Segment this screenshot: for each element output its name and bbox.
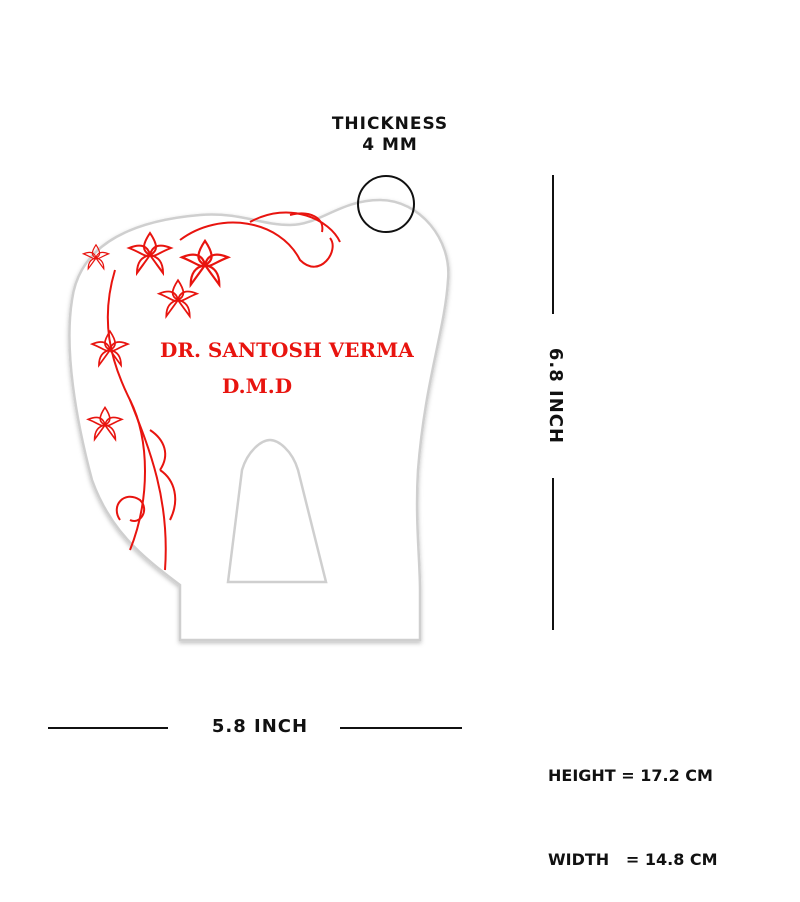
height-cm-line: HEIGHT = 17.2 CM [548, 766, 713, 785]
thickness-label: THICKNESS 4 MM [290, 114, 490, 156]
floral-decoration-icon [81, 211, 341, 571]
width-inch-label: 5.8 INCH [211, 716, 309, 737]
thickness-title: THICKNESS [331, 114, 449, 134]
arch-cutout [226, 438, 328, 584]
thickness-circle [357, 175, 415, 233]
dimension-summary: HEIGHT = 17.2 CM WIDTH = 14.8 CM [548, 706, 718, 902]
doctor-name: DR. SANTOSH VERMA [160, 338, 414, 362]
product-illustration [48, 175, 554, 729]
thickness-value: 4 MM [362, 135, 418, 155]
width-cm-line: WIDTH = 14.8 CM [548, 850, 718, 869]
doctor-degree: D.M.D [222, 374, 293, 398]
height-inch-label: 6.8 INCH [545, 347, 566, 445]
